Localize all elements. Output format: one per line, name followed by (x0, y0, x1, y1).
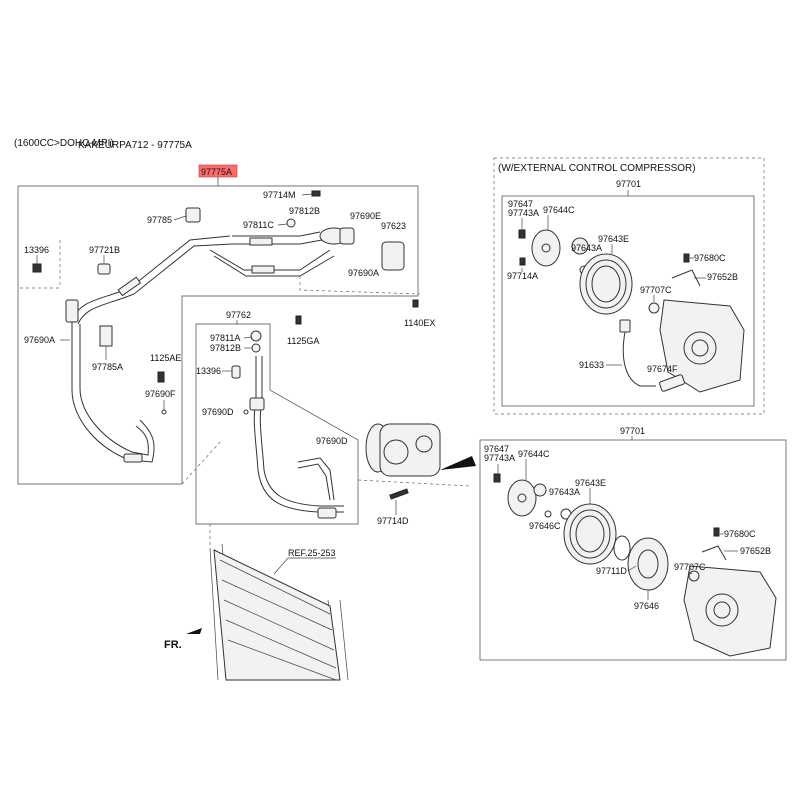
top-97707C[interactable]: 97707C (640, 285, 672, 295)
part-97812B-b[interactable]: 97812B (210, 343, 241, 353)
top-97647[interactable]: 97647 (508, 199, 533, 209)
sight-valve[interactable] (319, 227, 355, 245)
part-1125AE[interactable]: 1125AE (150, 353, 181, 363)
part-13396-a[interactable]: 13396 (24, 245, 49, 255)
bottom-97646C[interactable]: 97646C (529, 521, 561, 531)
compressor-top-part[interactable]: 97701 (616, 179, 641, 189)
bottom-compressor-body[interactable] (683, 527, 777, 657)
suction-hose-assembly[interactable] (65, 299, 165, 463)
bottom-97680C[interactable]: 97680C (724, 529, 756, 539)
part-97690A-b[interactable]: 97690A (24, 335, 55, 345)
compressor-bottom-box (479, 439, 787, 661)
front-arrow-icon (186, 628, 202, 634)
bottom-97743A[interactable]: 97743A (484, 453, 515, 463)
front-direction-label: FR. (164, 639, 182, 651)
bottom-97711D[interactable]: 97711D (596, 566, 627, 576)
engine-spec-label: (1600CC>DOHC-MPI) (14, 138, 114, 149)
top-97644C[interactable]: 97644C (543, 205, 575, 215)
top-sensor-wire[interactable] (619, 319, 685, 392)
part-97785A[interactable]: 97785A (92, 362, 123, 372)
part-97690E[interactable]: 97690E (350, 211, 381, 221)
bottom-97646[interactable]: 97646 (634, 601, 659, 611)
top-97643A[interactable]: 97643A (571, 243, 602, 253)
part-97721B[interactable]: 97721B (89, 245, 120, 255)
top-91633[interactable]: 91633 (579, 360, 604, 370)
top-clutch-parts[interactable] (518, 229, 660, 315)
top-97652B[interactable]: 97652B (707, 272, 738, 282)
compressor-bottom-part[interactable]: 97701 (620, 426, 645, 436)
bottom-clutch-parts[interactable] (493, 473, 669, 591)
part-97811A[interactable]: 97811A (210, 333, 240, 343)
bolt-parts-upper[interactable] (32, 190, 419, 325)
part-1140EX[interactable]: 1140EX (404, 318, 435, 328)
bottom-97643E[interactable]: 97643E (575, 478, 606, 488)
top-97674F[interactable]: 97674F (647, 364, 678, 374)
bottom-97707C[interactable]: 97707C (674, 562, 706, 572)
part-97623[interactable]: 97623 (381, 221, 406, 231)
receiver-drier-97623[interactable] (381, 241, 405, 271)
bottom-97643A[interactable]: 97643A (549, 487, 580, 497)
part-97690D-a[interactable]: 97690D (202, 407, 234, 417)
part-97714M[interactable]: 97714M (263, 190, 296, 200)
bottom-97644C[interactable]: 97644C (518, 449, 550, 459)
upper-hose-assembly[interactable] (71, 231, 335, 325)
bottom-97652B[interactable]: 97652B (740, 546, 771, 556)
part-97690D-b[interactable]: 97690D (316, 436, 348, 446)
discharge-group-outline (195, 323, 359, 525)
part-97812B-a[interactable]: 97812B (289, 206, 320, 216)
compressor-main[interactable] (365, 423, 441, 500)
assembly-outline (17, 185, 419, 485)
part-97714D[interactable]: 97714D (377, 516, 409, 526)
top-97714A[interactable]: 97714A (507, 271, 538, 281)
part-1125GA[interactable]: 1125GA (287, 336, 319, 346)
condenser-ref[interactable] (209, 543, 349, 681)
connector-arrow (440, 456, 476, 470)
reference-code-label: KAKEURPA712 - 97775A (78, 140, 192, 151)
part-97690A-a[interactable]: 97690A (348, 268, 379, 278)
ref-label[interactable]: REF.25-253 (288, 548, 336, 558)
top-compressor-body[interactable] (659, 253, 745, 393)
part-97785[interactable]: 97785 (147, 215, 172, 225)
external-control-title: (W/EXTERNAL CONTROL COMPRESSOR) (498, 163, 696, 174)
assembly-97775A-label[interactable]: 97775A (201, 167, 232, 177)
part-13396-b[interactable]: 13396 (196, 366, 221, 376)
discharge-hose-97762[interactable] (231, 330, 344, 519)
top-97643E[interactable]: 97643E (598, 234, 629, 244)
discharge-group-label[interactable]: 97762 (226, 310, 251, 320)
top-97743A[interactable]: 97743A (508, 208, 539, 218)
part-97811C[interactable]: 97811C (243, 220, 274, 230)
bottom-97647[interactable]: 97647 (484, 444, 509, 454)
part-97690F[interactable]: 97690F (145, 389, 176, 399)
external-control-box (493, 157, 765, 415)
compressor-top-box (501, 195, 755, 407)
top-97680C[interactable]: 97680C (694, 253, 726, 263)
